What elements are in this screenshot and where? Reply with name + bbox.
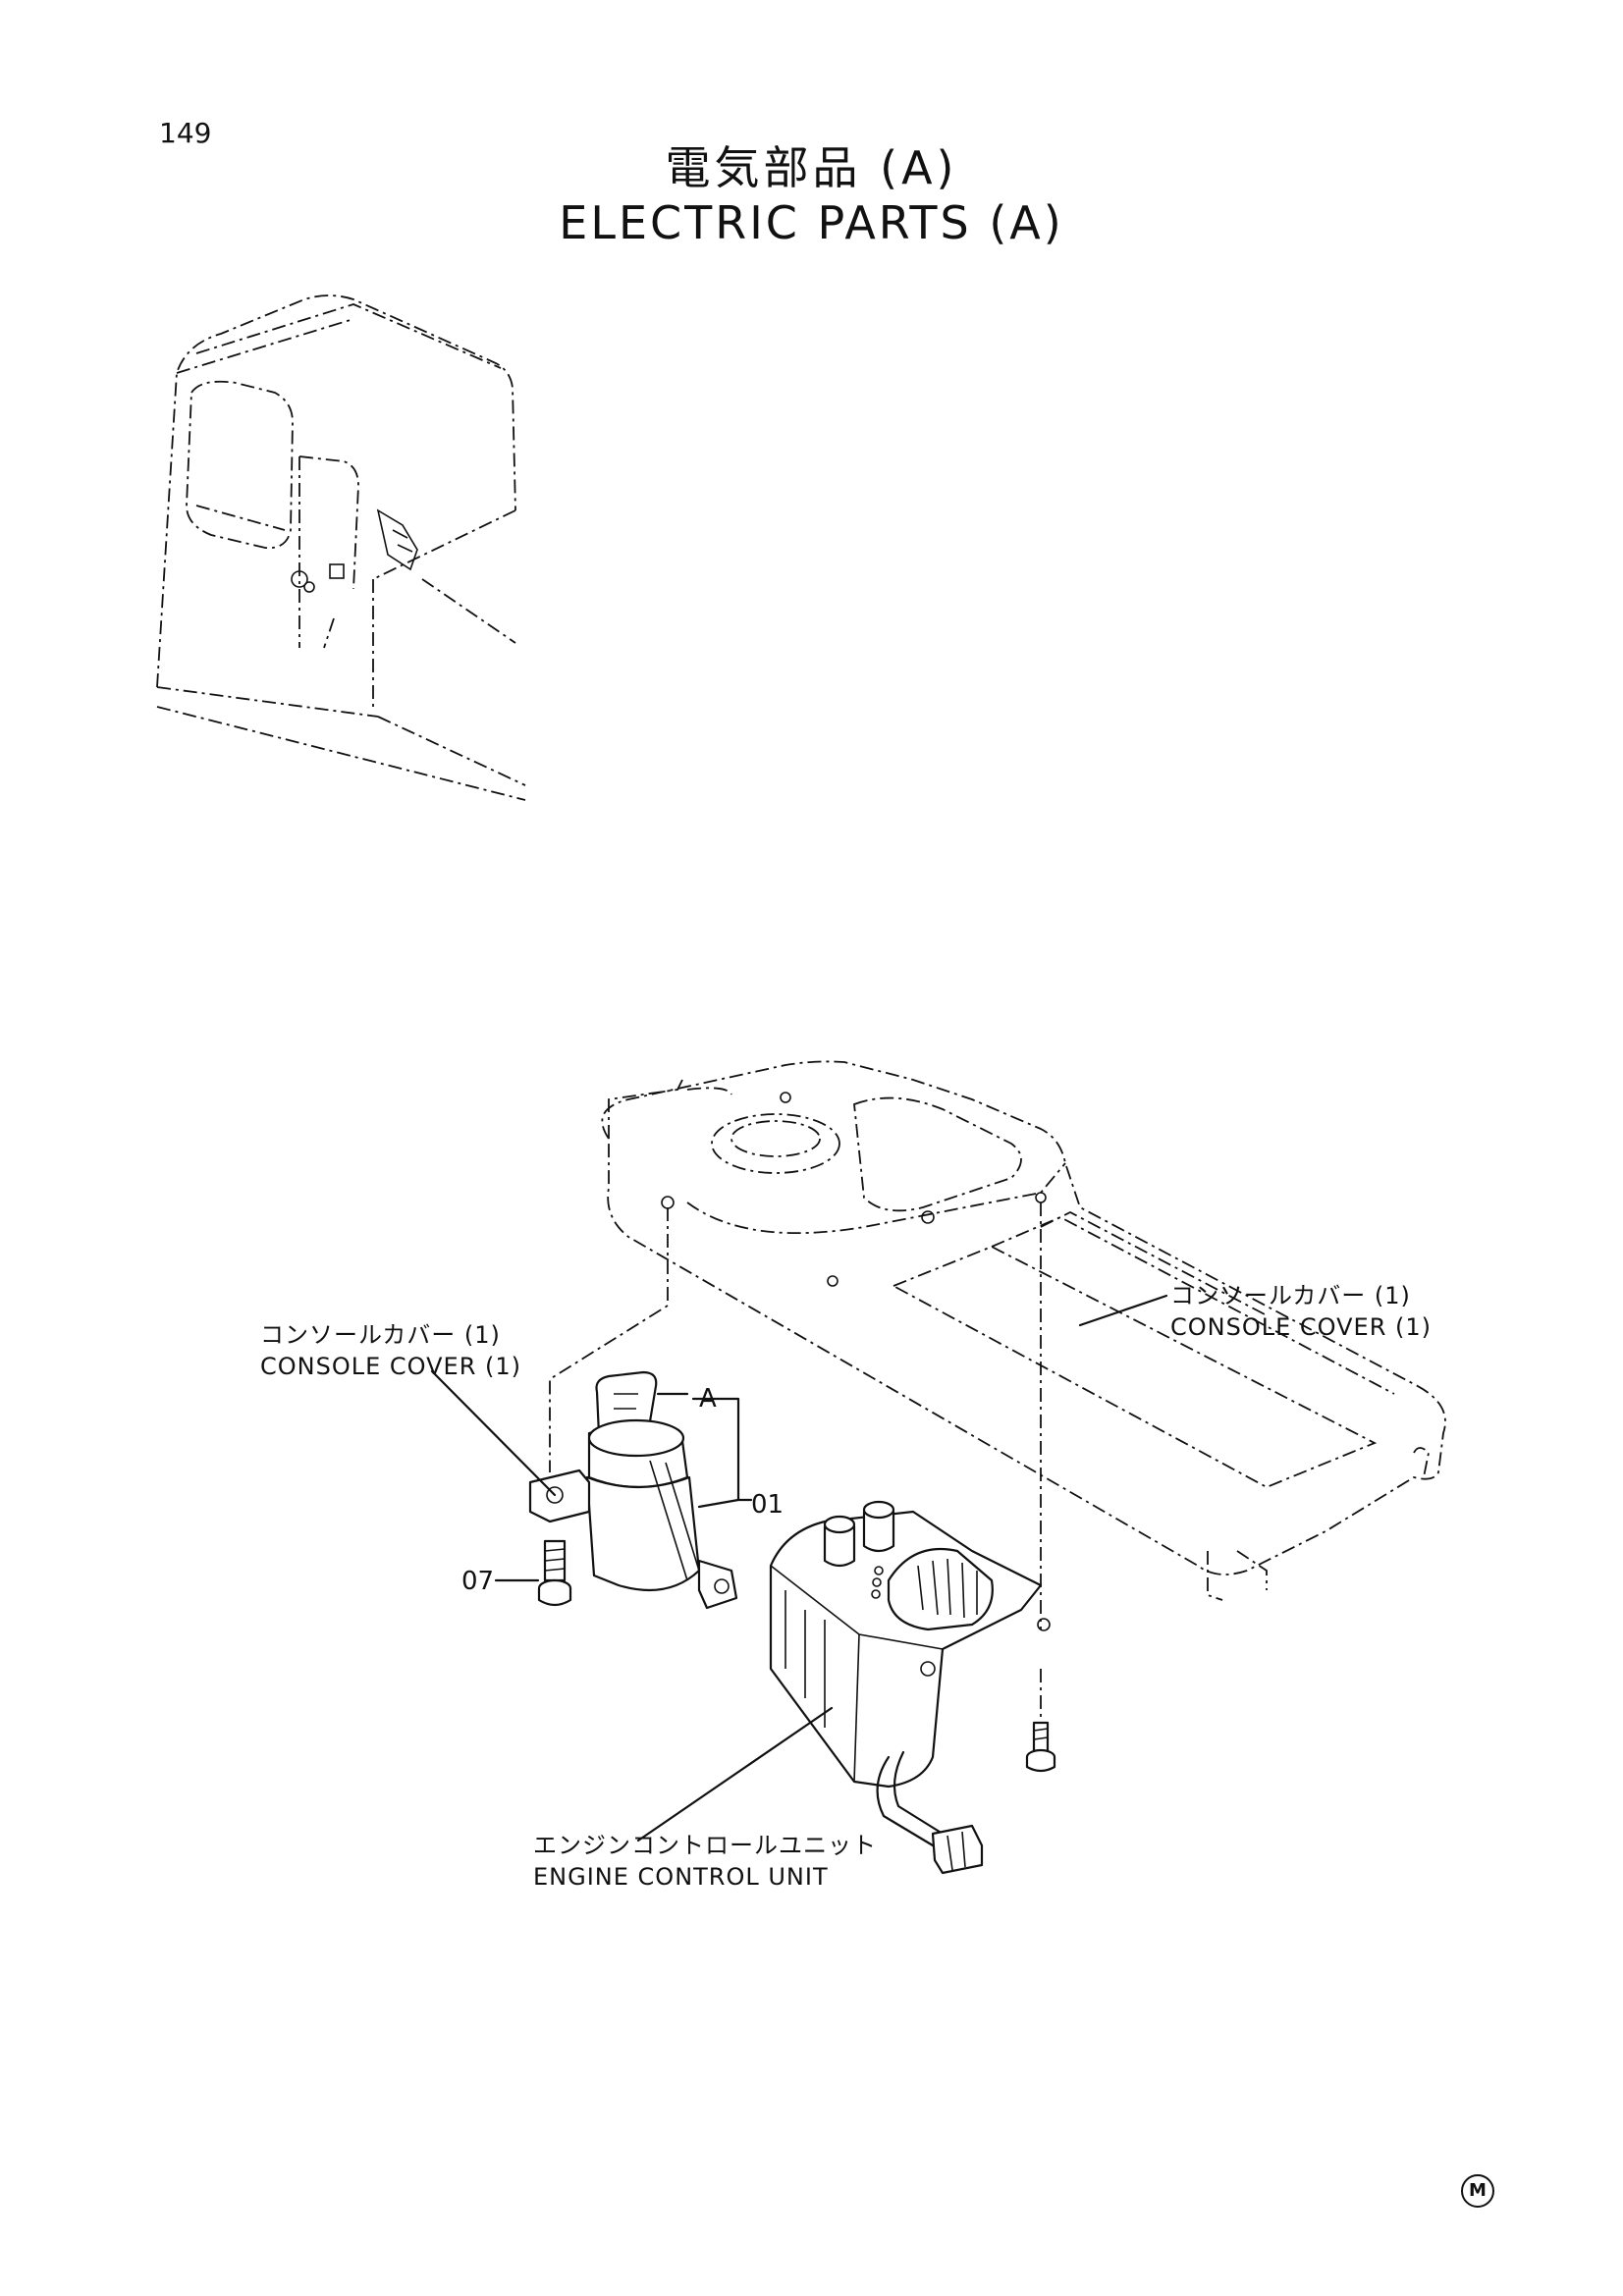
label-engine-control-unit-english: ENGINE CONTROL UNIT <box>533 1863 829 1891</box>
bolt-ecu-drawing <box>1025 1721 1056 1773</box>
cab-overview-drawing <box>156 294 526 801</box>
circled-m-mark: M <box>1461 2174 1494 2208</box>
label-console-cover-right-japanese: コンソールカバー (1) <box>1170 1282 1411 1309</box>
callout-key-switch-a: A <box>699 1384 717 1414</box>
page-title-english: ELECTRIC PARTS (A) <box>559 196 1064 249</box>
label-console-cover-right-english: CONSOLE COVER (1) <box>1170 1313 1432 1341</box>
label-engine-control-unit-japanese: エンジンコントロールユニット <box>533 1832 877 1859</box>
label-console-cover-left-english: CONSOLE COVER (1) <box>260 1353 521 1380</box>
engine-control-unit-drawing <box>769 1500 1051 1875</box>
page-number: 149 <box>159 117 212 149</box>
callout-part-01: 01 <box>751 1490 784 1520</box>
console-cover-drawing <box>601 1060 1446 1601</box>
bolt-07-drawing <box>537 1539 572 1607</box>
page-title-japanese: 電気部品 (A) <box>665 141 958 194</box>
label-console-cover-left-japanese: コンソールカバー (1) <box>260 1321 501 1349</box>
callout-part-07: 07 <box>461 1567 495 1596</box>
leader-lines <box>430 1294 1168 1842</box>
key-switch-drawing <box>528 1370 738 1610</box>
